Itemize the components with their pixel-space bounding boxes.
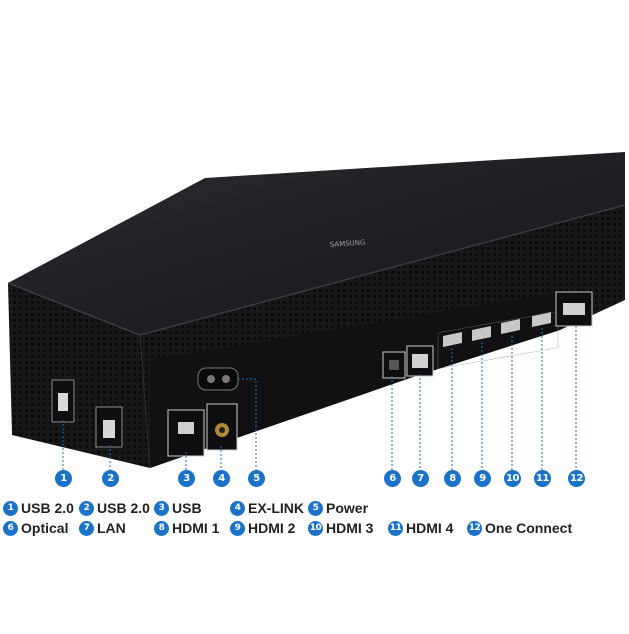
legend-number: 7 xyxy=(79,520,94,536)
legend-number: 12 xyxy=(467,520,482,536)
legend-label: LAN xyxy=(97,520,126,536)
legend-label: Optical xyxy=(21,520,69,536)
legend-label: HDMI 4 xyxy=(406,520,454,536)
legend-label: USB 2.0 xyxy=(21,500,74,516)
marker-4: 4 xyxy=(213,470,230,487)
usb-port-2 xyxy=(95,406,123,448)
legend-number: 4 xyxy=(230,500,245,516)
marker-9: 9 xyxy=(474,470,491,487)
brand-logo: SAMSUNG xyxy=(330,239,366,249)
marker-11: 11 xyxy=(534,470,551,487)
marker-12: 12 xyxy=(568,470,585,487)
marker-2: 2 xyxy=(102,470,119,487)
usb-service-port xyxy=(167,409,205,457)
legend-item: 4 EX-LINK xyxy=(230,498,304,518)
power-port xyxy=(197,367,239,391)
legend-item: 5 Power xyxy=(308,498,368,518)
legend-item: 8 HDMI 1 xyxy=(154,518,219,538)
hdmi-port-1 xyxy=(443,332,462,347)
one-connect-port xyxy=(555,291,593,327)
hdmi-port-3 xyxy=(501,319,520,334)
hdmi-port-4 xyxy=(532,312,551,327)
port-legend: 1 USB 2.0 2 USB 2.0 3 USB 4 EX-LINK 5 Po… xyxy=(0,496,629,546)
legend-number: 5 xyxy=(308,500,323,516)
legend-number: 3 xyxy=(154,500,169,516)
legend-label: USB 2.0 xyxy=(97,500,150,516)
marker-6: 6 xyxy=(384,470,401,487)
legend-number: 10 xyxy=(308,520,323,536)
marker-1: 1 xyxy=(55,470,72,487)
legend-item: 6 Optical xyxy=(3,518,68,538)
legend-number: 8 xyxy=(154,520,169,536)
legend-item: 7 LAN xyxy=(79,518,126,538)
usb-port-1 xyxy=(51,379,75,423)
legend-item: 11 HDMI 4 xyxy=(388,518,453,538)
marker-7: 7 xyxy=(412,470,429,487)
legend-label: One Connect xyxy=(485,520,573,536)
leader-lines xyxy=(62,326,577,470)
legend-number: 1 xyxy=(3,500,18,516)
marker-10: 10 xyxy=(504,470,521,487)
legend-label: EX-LINK xyxy=(248,500,304,516)
marker-8: 8 xyxy=(444,470,461,487)
marker-5: 5 xyxy=(248,470,265,487)
legend-label: Power xyxy=(326,500,369,516)
optical-port xyxy=(382,351,406,379)
lan-port xyxy=(406,345,434,377)
legend-item: 2 USB 2.0 xyxy=(79,498,150,518)
legend-item: 12 One Connect xyxy=(467,518,572,538)
legend-item: 1 USB 2.0 xyxy=(3,498,74,518)
marker-3: 3 xyxy=(178,470,195,487)
legend-item: 3 USB xyxy=(154,498,202,518)
legend-number: 9 xyxy=(230,520,245,536)
legend-number: 6 xyxy=(3,520,18,536)
ex-link-port xyxy=(206,403,238,451)
legend-item: 9 HDMI 2 xyxy=(230,518,295,538)
legend-label: HDMI 3 xyxy=(326,520,374,536)
legend-label: HDMI 2 xyxy=(248,520,296,536)
legend-label: USB xyxy=(172,500,202,516)
legend-number: 2 xyxy=(79,500,94,516)
legend-item: 10 HDMI 3 xyxy=(308,518,373,538)
hdmi-port-2 xyxy=(472,326,491,341)
legend-number: 11 xyxy=(388,520,403,536)
device-top-surface xyxy=(8,152,625,335)
legend-label: HDMI 1 xyxy=(172,520,220,536)
